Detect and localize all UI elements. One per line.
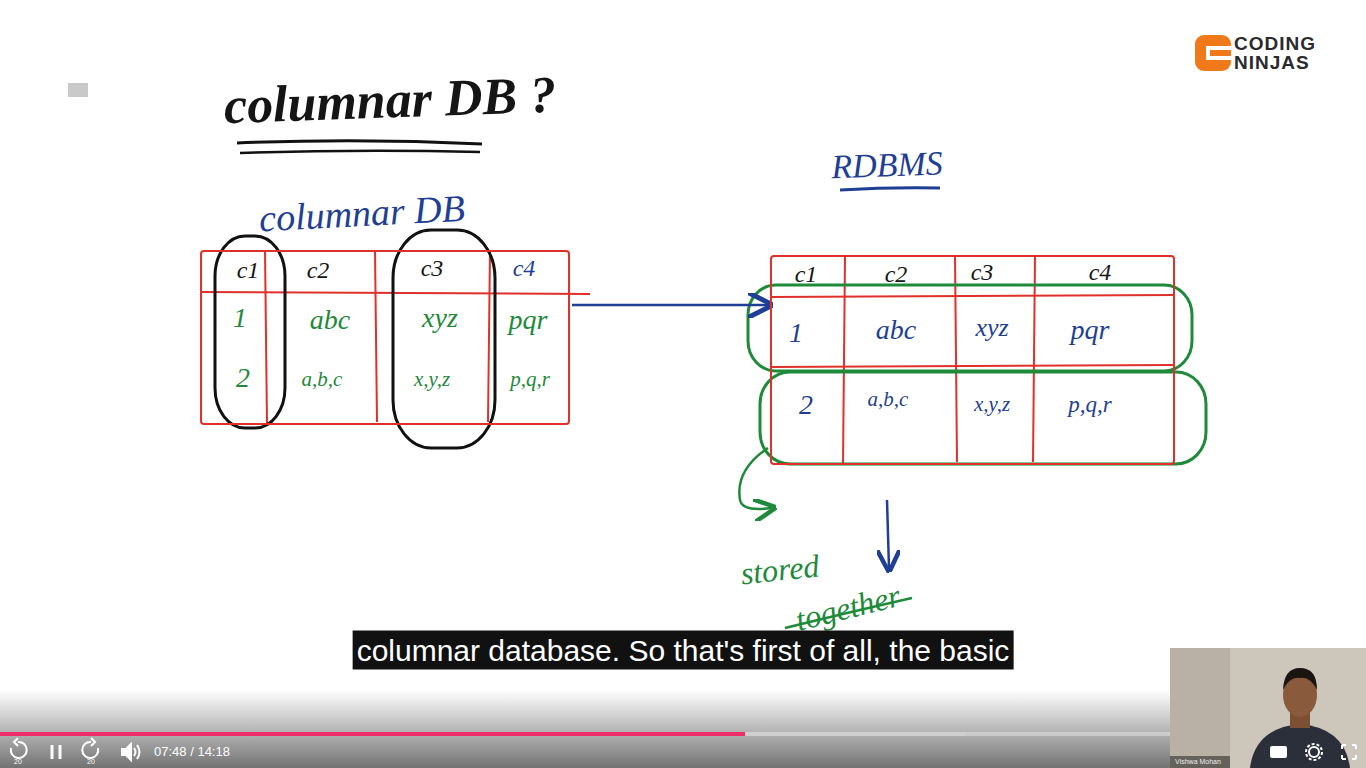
note: stored (739, 548, 821, 591)
heading-underline (840, 188, 940, 190)
table-cell: c1 (795, 261, 818, 287)
player-text: 07:48 / 14:18 (154, 745, 230, 759)
table-cell: c4 (1089, 259, 1112, 285)
connector-arrow (572, 304, 768, 307)
table-cell: c3 (971, 259, 994, 285)
column-loop (215, 236, 285, 428)
title-underline (237, 141, 482, 144)
table-cell: x,y,z (974, 393, 1010, 416)
control-icons (11, 738, 1356, 760)
title-underline (240, 151, 480, 153)
table-cell: c3 (421, 255, 444, 281)
table-cell: p,q,r (510, 368, 550, 391)
player-text: 20 (87, 758, 95, 766)
subtitle: columnar database. So that's first of al… (353, 631, 1014, 670)
row-loop (748, 285, 1192, 371)
table-cell: p,q,r (1068, 392, 1111, 417)
table-heading: columnar DB (258, 188, 466, 241)
table-cell: c1 (237, 257, 260, 283)
webcam-video (1170, 648, 1366, 768)
progress-played (0, 732, 745, 736)
down-arrow (887, 500, 889, 568)
table-grid (200, 250, 590, 424)
column-loop (393, 230, 495, 448)
hook-arrow (739, 448, 772, 509)
progress-buffered (0, 732, 965, 736)
table-cell: abc (876, 315, 916, 346)
row-loop (760, 372, 1206, 464)
table-cell: x,y,z (414, 368, 450, 391)
table-cell: c2 (307, 257, 330, 283)
logo-icon (1195, 35, 1231, 71)
table-cell: xyz (422, 303, 458, 334)
player-text: 20 (14, 758, 22, 766)
table-cell: 2 (799, 390, 813, 421)
title: columnar DB ? (223, 66, 557, 135)
player-text: Vishwa Mohan (1175, 758, 1221, 766)
table-cell: pqr (509, 305, 548, 336)
note: together (792, 578, 904, 638)
table-cell: xyz (975, 314, 1008, 343)
toolbar-icon (68, 83, 88, 97)
table-cell: a,b,c (302, 368, 343, 391)
table-heading: RDBMS (831, 144, 944, 185)
table-cell: 2 (236, 363, 250, 394)
table-cell: c4 (513, 255, 536, 281)
logo-text: CODING NINJAS (1234, 34, 1326, 72)
progress-track (0, 732, 1366, 736)
table-cell: 1 (233, 303, 247, 334)
table-box: RDBMS (770, 255, 1175, 465)
table-cell: pqr (1071, 315, 1110, 346)
table-cell: a,b,c (868, 388, 909, 411)
control-shade (0, 690, 1366, 768)
table-cell: abc (310, 305, 350, 336)
table-cell: 1 (789, 318, 803, 349)
table-cell: c2 (885, 261, 908, 287)
